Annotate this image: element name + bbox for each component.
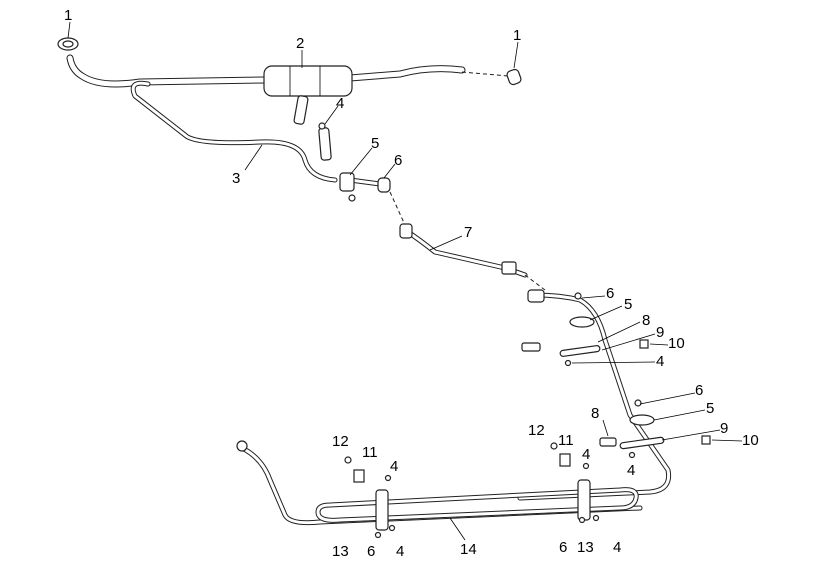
callout-14: 14 [460, 541, 477, 558]
upper-hose-assembly [66, 54, 509, 88]
right-fuel-line [517, 289, 672, 501]
callout-1: 1 [64, 7, 72, 24]
callout-6: 6 [559, 539, 567, 556]
clamp-set-lower [599, 399, 711, 459]
leader-lines [67, 21, 743, 541]
clamp-1-right [506, 68, 522, 86]
callout-1: 1 [513, 27, 521, 44]
callout-3: 3 [232, 170, 240, 187]
callout-11: 11 [558, 432, 574, 449]
dashed-connection [389, 191, 406, 226]
callout-4: 4 [656, 353, 664, 370]
nut-6-top [377, 177, 391, 193]
callout-4: 4 [613, 539, 621, 556]
callout-4: 4 [390, 458, 398, 475]
callout-4: 4 [582, 446, 590, 463]
clamp-1-left [57, 37, 79, 51]
callout-10: 10 [668, 335, 685, 352]
callout-5: 5 [371, 135, 379, 152]
callout-13: 13 [577, 539, 594, 556]
clip-5-top [339, 172, 356, 202]
callout-13: 13 [332, 543, 349, 560]
callout-10: 10 [742, 432, 759, 449]
callout-9: 9 [656, 324, 664, 341]
callout-8: 8 [591, 405, 599, 422]
callout-6: 6 [367, 543, 375, 560]
bracket-4-top [318, 122, 332, 161]
dashed-connection [524, 274, 546, 291]
callout-5: 5 [624, 296, 632, 313]
clamp-set-upper [521, 292, 649, 367]
callout-2: 2 [296, 35, 304, 52]
callout-4: 4 [396, 543, 404, 560]
callout-labels: 1 1 2 4 3 5 6 7 6 5 8 9 10 4 6 5 8 9 10 … [64, 7, 759, 560]
callout-5: 5 [706, 400, 714, 417]
callout-7: 7 [464, 224, 472, 241]
callout-9: 9 [720, 420, 728, 437]
pipe-7 [399, 223, 528, 278]
pipe-3 [130, 80, 383, 187]
callout-12: 12 [332, 433, 349, 450]
callout-12: 12 [528, 422, 545, 439]
brackets-bottom [344, 442, 600, 539]
callout-6: 6 [394, 152, 402, 169]
fuel-filter-2 [263, 65, 353, 125]
callout-4: 4 [336, 95, 344, 112]
tank-pipe-14 [236, 440, 643, 526]
callout-6: 6 [606, 285, 614, 302]
callout-11: 11 [362, 444, 378, 461]
callout-6: 6 [695, 382, 703, 399]
callout-8: 8 [642, 312, 650, 329]
callout-4: 4 [627, 462, 635, 479]
